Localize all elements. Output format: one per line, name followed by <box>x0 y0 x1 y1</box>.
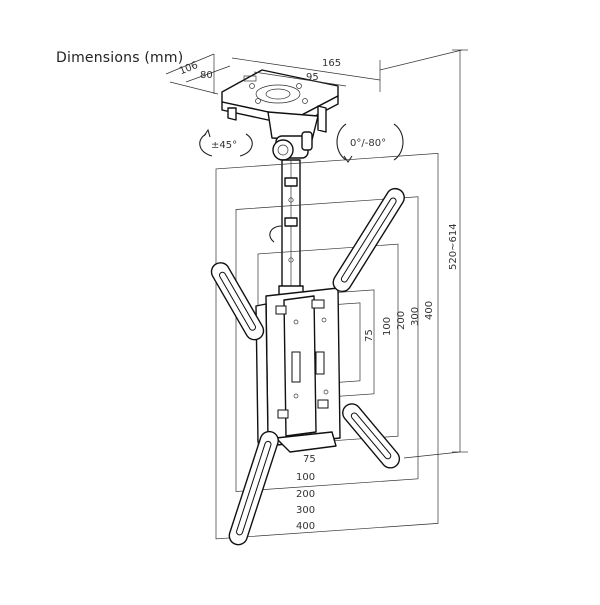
tilt-indicator: 0°/-80° <box>336 123 404 163</box>
vesa-horizontal-labels: 75 100 200 300 400 <box>296 454 316 532</box>
vesa-h-300: 300 <box>296 505 315 516</box>
vesa-vertical-labels: 75 100 200 300 400 <box>364 301 435 342</box>
vesa-h-400: 400 <box>296 521 315 532</box>
dim-95: 95 <box>306 72 319 83</box>
arm-bottom-left <box>228 430 279 546</box>
vesa-h-100: 100 <box>296 472 315 483</box>
vesa-v-100: 100 <box>382 317 393 336</box>
vesa-h-75: 75 <box>303 454 316 465</box>
swivel-indicator: ±45° <box>199 128 253 157</box>
arm-top-left <box>210 262 265 341</box>
vesa-v-200: 200 <box>396 311 407 330</box>
dimensions-title: Dimensions (mm) <box>56 50 184 66</box>
center-plate <box>255 287 341 453</box>
top-dimension-lines: 106 80 165 95 <box>165 53 381 95</box>
vesa-h-200: 200 <box>296 489 315 500</box>
tilt-label: 0°/-80° <box>350 138 386 149</box>
vesa-v-400: 400 <box>424 301 435 320</box>
swivel-label: ±45° <box>211 140 237 151</box>
telescopic-pole <box>269 159 304 297</box>
dim-165: 165 <box>322 58 341 69</box>
ceiling-plate <box>221 69 339 141</box>
dim-80: 80 <box>200 70 213 81</box>
arm-bottom-right <box>342 403 401 469</box>
tilt-joint <box>272 131 313 161</box>
arm-top-right <box>332 187 405 293</box>
vesa-v-300: 300 <box>410 307 421 326</box>
height-dimension: 520~614 <box>379 49 468 459</box>
vesa-v-75: 75 <box>364 329 375 342</box>
dim-height: 520~614 <box>448 223 459 270</box>
